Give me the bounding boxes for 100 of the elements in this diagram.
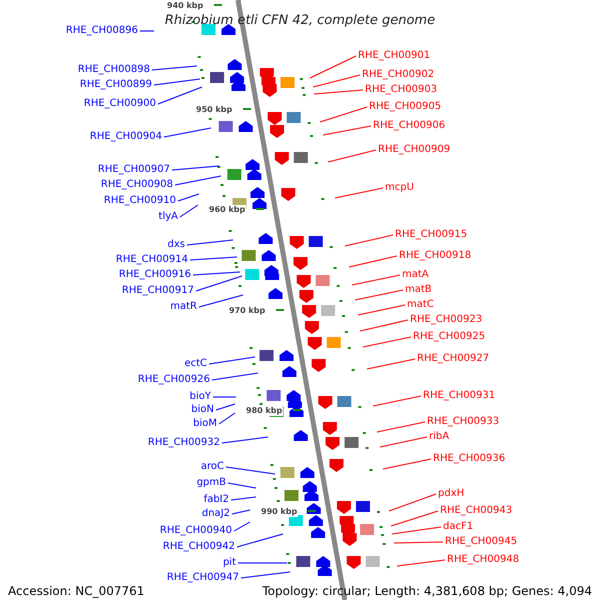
gene-label: RHE_CH00900 bbox=[84, 98, 156, 110]
leader-line bbox=[154, 78, 200, 86]
gene-label: RHE_CH00898 bbox=[78, 64, 150, 76]
leader-line bbox=[174, 176, 222, 186]
gene-label: RHE_CH00914 bbox=[116, 254, 188, 266]
scale-label: 950 kbp bbox=[195, 105, 234, 115]
leader-line bbox=[222, 436, 268, 444]
gene-label: RHE_CH00942 bbox=[162, 541, 235, 553]
gene-label: RHE_CH00901 bbox=[358, 50, 430, 62]
leader-line bbox=[178, 194, 200, 202]
gene-label: ribA bbox=[429, 431, 450, 443]
gene-label: dnaJ2 bbox=[202, 508, 230, 520]
leader-line bbox=[328, 150, 376, 162]
leader-line bbox=[238, 562, 288, 564]
gene-label: RHE_CH00926 bbox=[138, 374, 210, 386]
leader-line bbox=[312, 74, 360, 88]
gene-label: RHE_CH00902 bbox=[362, 69, 434, 81]
gene-label: matA bbox=[402, 269, 429, 281]
leader-line bbox=[372, 396, 422, 406]
leader-line bbox=[314, 90, 364, 94]
leader-line bbox=[186, 240, 234, 246]
gene-label: matC bbox=[407, 299, 434, 311]
leader-line bbox=[352, 274, 400, 286]
leader-line bbox=[376, 422, 426, 432]
leader-line bbox=[198, 294, 244, 308]
gene-label: RHE_CH00940 bbox=[160, 525, 232, 537]
gene-label: pit bbox=[222, 557, 236, 569]
leader-line bbox=[362, 336, 412, 348]
gene-label: ectC bbox=[184, 358, 207, 370]
leader-line bbox=[396, 560, 446, 566]
leader-line bbox=[388, 494, 436, 512]
leader-line bbox=[320, 106, 368, 122]
gene-label: bioN bbox=[191, 404, 214, 416]
gene-label: bioY bbox=[190, 391, 211, 403]
scale-label: 940 kbp bbox=[166, 1, 204, 11]
leader-line bbox=[366, 358, 416, 370]
leader-line bbox=[354, 290, 404, 300]
leader-line bbox=[172, 166, 220, 170]
gene-label: RHE_CH00936 bbox=[433, 453, 506, 465]
leader-line bbox=[228, 482, 256, 488]
leader-line bbox=[190, 256, 238, 260]
leader-line bbox=[390, 510, 438, 526]
leader-line bbox=[360, 320, 408, 332]
gene-label: matB bbox=[405, 284, 432, 296]
scale-label: 980 kbp bbox=[245, 406, 284, 416]
gene-label: RHE_CH00910 bbox=[104, 195, 176, 207]
leader-line bbox=[164, 128, 212, 138]
footer-text: Topology: circular; Length: 4,381,608 bp; Genes: 4,094 bbox=[262, 584, 592, 598]
leader-line bbox=[236, 534, 284, 548]
gene-label: mcpU bbox=[385, 182, 414, 194]
gene-label: fabI2 bbox=[204, 494, 229, 506]
gene-label: dacF1 bbox=[443, 521, 474, 533]
scale-label: 970 kbp bbox=[228, 306, 266, 316]
leader-line bbox=[234, 522, 250, 532]
gene-label: matR bbox=[170, 301, 197, 313]
leader-line bbox=[382, 458, 432, 470]
leader-line bbox=[140, 30, 154, 32]
leader-line bbox=[216, 404, 236, 410]
leader-line bbox=[344, 234, 394, 246]
gene-label: RHE_CH00943 bbox=[440, 505, 512, 517]
gene-label: RHE_CH00904 bbox=[90, 131, 162, 143]
gene-label: RHE_CH00918 bbox=[399, 250, 472, 262]
gene-label: RHE_CH00907 bbox=[98, 164, 170, 176]
leader-line bbox=[226, 466, 276, 474]
gene-label: RHE_CH00925 bbox=[413, 331, 486, 343]
leader-line bbox=[358, 304, 406, 316]
gene-label: gpmB bbox=[196, 477, 226, 489]
gene-label: dxs bbox=[168, 239, 185, 251]
gene-label: aroC bbox=[200, 461, 224, 473]
gene-label: RHE_CH00917 bbox=[122, 285, 194, 297]
leader-line bbox=[232, 510, 250, 514]
gene-label: RHE_CH00899 bbox=[80, 79, 152, 91]
title: Rhizobium etli CFN 42, complete genome bbox=[164, 13, 436, 29]
leader-line bbox=[392, 526, 442, 534]
scale-label: 960 kbp bbox=[208, 205, 246, 215]
gene-label: RHE_CH00923 bbox=[410, 314, 482, 326]
leader-line bbox=[152, 66, 198, 70]
leader-line bbox=[192, 272, 240, 276]
leader-line bbox=[196, 276, 242, 292]
gene-label: pdxH bbox=[438, 488, 464, 500]
leader-line bbox=[158, 86, 202, 104]
gene-label: RHE_CH00915 bbox=[395, 229, 468, 241]
gene-label: RHE_CH00916 bbox=[118, 269, 191, 281]
gene-label: RHE_CH00948 bbox=[447, 554, 520, 566]
scale-label: 990 kbp bbox=[260, 507, 298, 517]
footer-text: Accession: NC_007761 bbox=[8, 584, 144, 598]
leader-line bbox=[334, 188, 384, 198]
gene-label: tlyA bbox=[158, 211, 178, 223]
gene-label: RHE_CH00896 bbox=[66, 25, 138, 37]
gene-label: RHE_CH00905 bbox=[369, 101, 442, 113]
gene-label: RHE_CH00903 bbox=[365, 84, 438, 96]
gene-label: RHE_CH00933 bbox=[427, 416, 500, 428]
gene-label: bioM bbox=[193, 418, 217, 430]
gene-label: RHE_CH00931 bbox=[423, 390, 496, 402]
leader-line bbox=[208, 356, 256, 364]
leader-line bbox=[230, 496, 256, 500]
leader-line bbox=[310, 56, 356, 78]
leader-line bbox=[218, 412, 236, 424]
gene-label: RHE_CH00908 bbox=[100, 179, 173, 191]
gene-label: RHE_CH00947 bbox=[166, 572, 239, 584]
